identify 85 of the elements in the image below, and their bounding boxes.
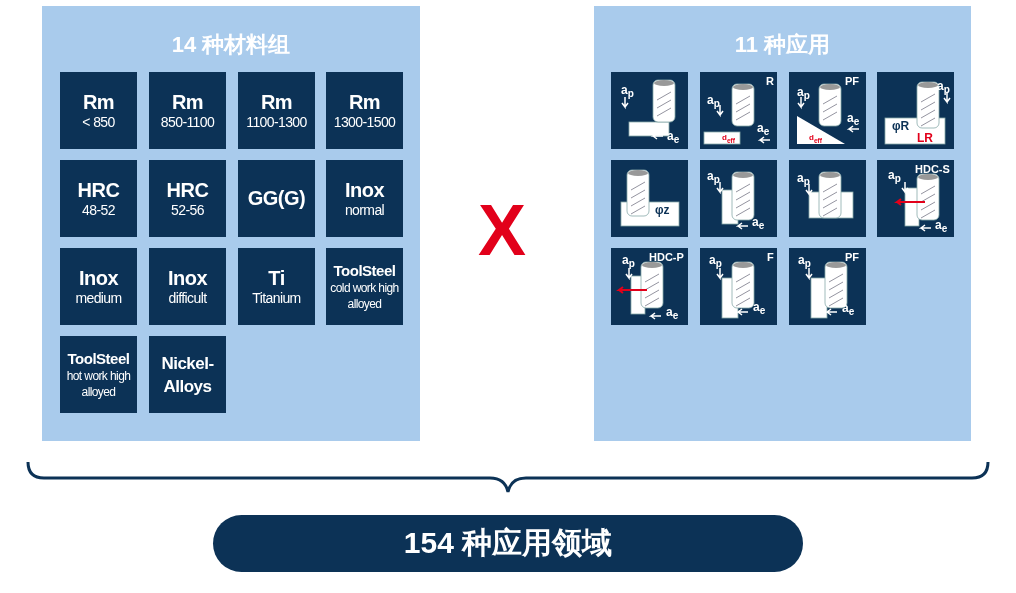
pictogram-label: d$_{eff}$ — [722, 132, 736, 146]
application-tile — [789, 72, 866, 149]
material-name: HRC — [77, 178, 120, 202]
pictogram-label: a$_{p}$ — [709, 254, 722, 271]
material-tile — [326, 72, 403, 149]
material-detail: 52-56 — [171, 201, 204, 219]
result-pill — [213, 515, 803, 572]
material-name: ToolSteel — [333, 261, 396, 280]
material-name: Rm — [260, 90, 293, 114]
panel-title: 14 种材料组 — [170, 31, 292, 59]
application-tile — [611, 72, 688, 149]
material-tile — [60, 72, 137, 149]
material-tile — [149, 248, 226, 325]
material-name: GG(G) — [247, 187, 306, 210]
pictogram-label: φR — [892, 120, 910, 132]
pictogram-label: a$_{p}$ — [621, 84, 634, 101]
material-name: Inox — [344, 178, 385, 202]
application-tile — [877, 160, 954, 237]
application-tile — [611, 248, 688, 325]
pictogram-label: a$_{p}$ — [707, 170, 720, 187]
group-panel — [42, 6, 420, 441]
material-detail: 48-52 — [82, 201, 115, 219]
pictogram-label: d$_{eff}$ — [809, 132, 823, 146]
application-code: HDC-P — [649, 251, 684, 263]
material-name: Inox — [167, 266, 208, 290]
material-tile — [238, 160, 315, 237]
material-detail: difficult — [168, 289, 207, 307]
pictogram-label: a$_{e}$ — [935, 219, 948, 236]
material-detail: 850-1100 — [160, 113, 215, 131]
material-detail: medium — [75, 289, 122, 307]
pictogram-label: a$_{p}$ — [707, 94, 720, 111]
material-detail: Titanium — [252, 289, 301, 307]
pictogram-label: a$_{p}$ — [888, 169, 901, 186]
application-tile — [789, 160, 866, 237]
application-code: R — [766, 75, 774, 87]
material-detail: 1300-1500 — [333, 113, 396, 131]
material-tile — [60, 248, 137, 325]
application-code: PF — [845, 251, 860, 263]
material-tile — [60, 336, 137, 413]
material-detail: normal — [344, 201, 385, 219]
pictogram-label: a$_{p}$ — [622, 254, 635, 271]
material-name: ToolSteel — [67, 349, 130, 368]
pictogram-label: a$_{e}$ — [753, 301, 766, 318]
pictogram-label: φz — [655, 204, 670, 216]
material-tile — [149, 160, 226, 237]
application-code: HDC-S — [915, 163, 950, 175]
material-name: Rm — [348, 90, 381, 114]
application-tile — [700, 160, 777, 237]
application-tile — [611, 160, 688, 237]
material-detail: hot work high alloyed — [65, 367, 132, 400]
pictogram-label: a$_{e}$ — [847, 112, 860, 129]
material-tile — [326, 160, 403, 237]
pictogram-label: a$_{p}$ — [797, 172, 810, 189]
material-tile — [326, 248, 403, 325]
material-name: Rm — [82, 90, 115, 114]
material-name: Inox — [78, 266, 119, 290]
pictogram-label: a$_{e}$ — [666, 306, 679, 323]
material-tile — [149, 336, 226, 413]
pictogram-label: a$_{e}$ — [752, 216, 765, 233]
result-text: 154 种应用领域 — [403, 525, 613, 561]
application-tile — [700, 248, 777, 325]
material-tile — [238, 72, 315, 149]
material-tile — [60, 160, 137, 237]
application-code: F — [767, 251, 774, 263]
material-tile — [238, 248, 315, 325]
application-tile — [700, 72, 777, 149]
panel-title: 11 种应用 — [733, 31, 832, 59]
material-name: HRC — [166, 178, 209, 202]
material-name: Rm — [171, 90, 204, 114]
pictogram-label: a$_{p}$ — [797, 86, 810, 103]
material-detail: cold work high alloyed — [329, 279, 400, 312]
pictogram-label: LR — [917, 132, 933, 144]
application-tile — [789, 248, 866, 325]
application-code: PF — [845, 75, 860, 87]
pictogram-label: a$_{e}$ — [667, 130, 680, 147]
material-name: Nickel- Alloys — [160, 352, 215, 398]
material-detail: 1100-1300 — [246, 113, 307, 131]
group-panel — [594, 6, 971, 441]
application-tile — [877, 72, 954, 149]
pictogram-label: a$_{e}$ — [757, 122, 770, 139]
pictogram-label: a$_{p}$ — [798, 254, 811, 271]
multiply-sign: X — [478, 192, 527, 268]
material-tile — [149, 72, 226, 149]
material-detail: < 850 — [82, 113, 115, 131]
material-name: Ti — [268, 266, 285, 290]
